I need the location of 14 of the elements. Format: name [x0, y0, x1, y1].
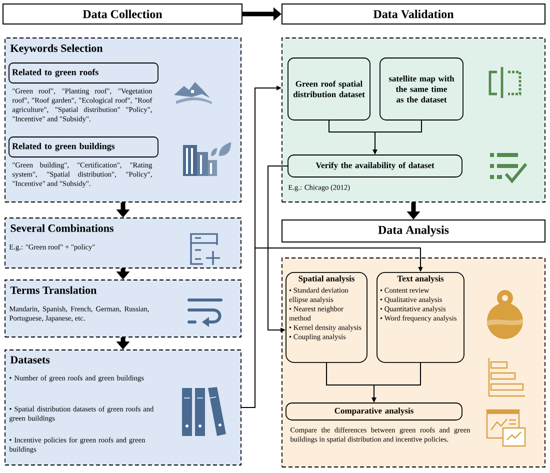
header-box: Data Validation [282, 4, 546, 24]
rounded-box: satellite map with the same time as the dataset [380, 58, 464, 120]
rounded-box: Green roof spatial distribution dataset [288, 58, 370, 120]
arrow [268, 166, 288, 332]
section-heading: Several Combinations [10, 224, 114, 232]
rounded-box: Related to green roofs [8, 62, 158, 84]
section-heading: Terms Translation [10, 286, 97, 294]
header-box: Data Collection [2, 4, 242, 24]
section-heading: Keywords Selection [10, 44, 103, 54]
rounded-box: Related to green buildings [8, 136, 158, 158]
header-box: Data Analysis [282, 220, 546, 242]
rounded-box: Comparative analysis [286, 402, 462, 420]
rounded-box: Verify the availability of dataset [288, 154, 462, 178]
section-heading: Datasets [10, 356, 50, 364]
